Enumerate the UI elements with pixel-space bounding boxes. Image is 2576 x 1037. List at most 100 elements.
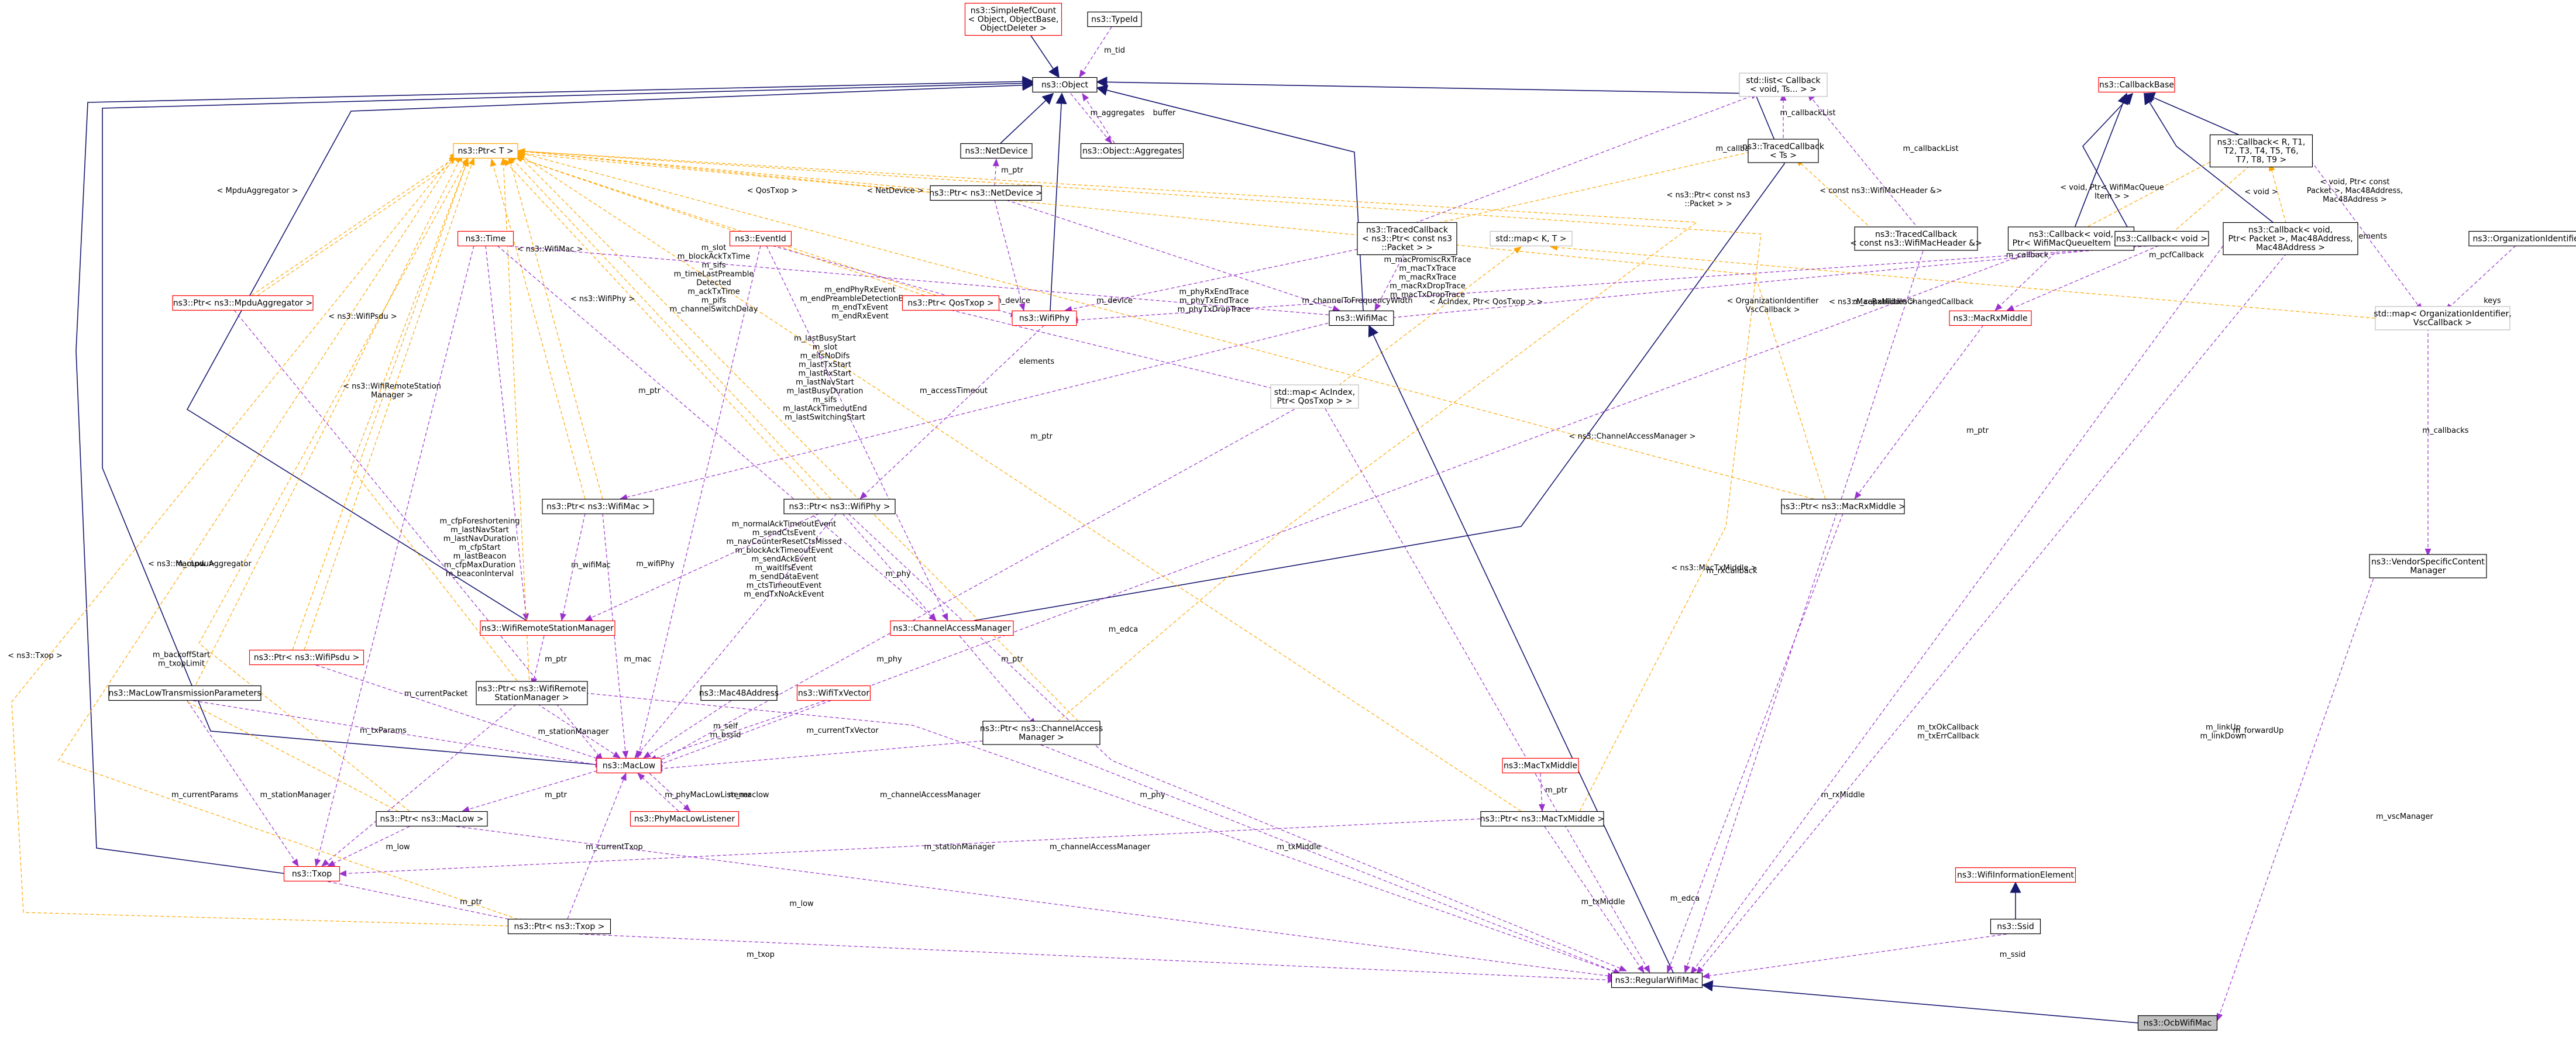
node-callback-packet-addr[interactable]: ns3::Callback< void,Ptr< Packet >, Mac48… [2223,222,2358,256]
node-ptr-mpduagg[interactable]: ns3::Ptr< ns3::MpduAggregator > [172,295,314,311]
edge-e-cbv-wifiphy [1069,245,2154,323]
node-box [2098,77,2175,93]
edge-e-ptrt-tx2 [517,153,1522,812]
node-mactxmiddle[interactable]: ns3::MacTxMiddle [1502,757,1579,774]
node-mltp[interactable]: ns3::MacLowTransmissionParameters [108,685,262,701]
edge-e-cbv-rwm [1684,245,1925,974]
node-phylistener[interactable]: ns3::PhyMacLowListener [630,811,740,827]
edge-e-ptrt-psdu2 [304,157,475,650]
node-label: ns3::OcbWifiMac [2144,1019,2212,1028]
node-ssid[interactable]: ns3::Ssid [1990,918,2041,935]
node-callback-generic[interactable]: ns3::Callback< R, T1,T2, T3, T4, T5, T6,… [2209,134,2313,168]
node-map-qostxop[interactable]: std::map< AcIndex,Ptr< QosTxop > > [1270,384,1359,409]
node-label: ns3::NetDevice [965,147,1028,156]
node-ptr-t[interactable]: ns3::Ptr< T > [453,143,518,159]
edge-label-e-typeid-obj: m_tid [1104,46,1125,55]
edge-label-e-ptrt-tx: < ns3::MacTxMiddle > [1672,564,1758,573]
node-map-kt[interactable]: std::map< K, T > [1490,230,1573,247]
edge-label-e-ptrml-txop: m_low [386,843,410,852]
node-object[interactable]: ns3::Object [1032,77,1098,93]
edge-label-e-wrsm-ptrwrsm: m_ptr [545,655,568,664]
node-txvector[interactable]: ns3::WifiTxVector [796,685,871,701]
node-netdevice[interactable]: ns3::NetDevice [960,143,1033,159]
edge-label-e-cbq-rxmiddle: m_callback [2006,251,2049,260]
node-ptr-maclow[interactable]: ns3::Ptr< ns3::MacLow > [376,811,488,827]
node-cam[interactable]: ns3::ChannelAccessManager [890,620,1014,636]
edge-label-e-ptrwrsm-txop: m_stationManager [260,791,332,800]
node-box [2209,134,2313,168]
nodes-layer: ns3::SimpleRefCount< Object, ObjectBase,… [108,2,2576,1031]
node-label: ns3::CallbackBase [2099,81,2174,90]
node-regularwifimac[interactable]: ns3::RegularWifiMac [1611,972,1703,988]
node-eventid[interactable]: ns3::EventId [729,230,792,247]
node-box [2114,230,2209,247]
node-tracedcallback-ts[interactable]: ns3::TracedCallback< Ts > [1742,139,1825,163]
edge-label-e-cbpa-rwm: m_forwardUp [2233,726,2284,735]
edge-e-ptrt-wrsm [350,158,521,686]
node-mac48[interactable]: ns3::Mac48Address [699,685,779,701]
node-box [507,918,611,935]
node-aggregates[interactable]: ns3::Object::Aggregates [1080,143,1184,159]
edge-e-ptrt-rx2 [517,150,1814,499]
node-maclow[interactable]: ns3::MacLow [596,757,662,774]
node-callbackbase[interactable]: ns3::CallbackBase [2098,77,2175,93]
node-label: ns3::OrganizationIdentifier [2472,235,2576,244]
node-ptr-qostxop[interactable]: ns3::Ptr< QosTxop > [902,295,1000,311]
node-ptr-macrxmiddle[interactable]: ns3::Ptr< ns3::MacRxMiddle > [1780,498,1906,515]
node-box [480,620,615,636]
node-macrxmiddle[interactable]: ns3::MacRxMiddle [1949,310,2032,326]
node-tracedcallback-packet[interactable]: ns3::TracedCallback< ns3::Ptr< const ns3… [1357,222,1457,256]
node-ptr-mactxmiddle[interactable]: ns3::Ptr< ns3::MacTxMiddle > [1480,811,1605,827]
node-ptr-netdevice[interactable]: ns3::Ptr< ns3::NetDevice > [929,185,1043,201]
node-label: ns3::Ptr< ns3::MpduAggregator > [173,299,312,308]
node-wifiphy[interactable]: ns3::WifiPhy [1012,310,1077,326]
node-ocbwifimac[interactable]: ns3::OcbWifiMac [2137,1015,2218,1031]
edge-e-obj-wrsm [186,80,1034,621]
edge-label-e-ptrt-ptrnd: < NetDevice > [866,187,923,195]
edge-label-e-mapqos-rwm: m_edca [1670,894,1700,903]
edge-e-ptrt-mpdu [251,156,457,296]
node-callback-void[interactable]: ns3::Callback< void > [2114,230,2209,247]
node-typeid[interactable]: ns3::TypeId [1087,11,1142,27]
node-txop[interactable]: ns3::Txop [283,866,341,882]
edge-label-e-ptrwp-cam: m_phy [885,570,911,578]
node-ptr-txop[interactable]: ns3::Ptr< ns3::Txop > [507,918,611,935]
node-box [729,230,792,247]
node-label: ns3::MacRxMiddle [1953,314,2027,323]
node-map-vsc[interactable]: std::map< OrganizationIdentifier,VscCall… [2374,306,2512,330]
node-ptr-wifipsdu[interactable]: ns3::Ptr< ns3::WifiPsdu > [249,649,364,666]
node-box [108,685,262,701]
node-ptr-wifimac[interactable]: ns3::Ptr< ns3::WifiMac > [542,498,654,515]
edge-label-e-ptrwp-wrsm: m_wifiPhy [636,560,675,569]
node-wrsm[interactable]: ns3::WifiRemoteStationManager [480,620,615,636]
node-box [982,721,1100,745]
edge-e-time-cam [497,245,937,621]
edge-e-time-txop [314,245,474,867]
node-wifimac[interactable]: ns3::WifiMac [1329,310,1394,326]
node-label: ns3::Ptr< ns3::MacRxMiddle > [1780,502,1906,512]
edge-label-e-tcts-tcpkt: < ns3::Ptr< const ns3::Packet > > [1667,191,1750,209]
edge-e-rwm-ocb [1701,980,2139,1024]
node-box [700,685,778,701]
node-simplerefcount[interactable]: ns3::SimpleRefCount< Object, ObjectBase,… [964,2,1062,36]
node-wifiie[interactable]: ns3::WifiInformationElement [1955,867,2076,883]
edge-label-e-ptrmpdu-maclow: m_mpduAggregator [176,560,252,569]
edge-e-typeid-obj [1079,26,1112,78]
edge-e-eventid-cam [766,245,948,621]
edge-e-wifimac-ptrwm [619,321,1335,501]
node-orgid[interactable]: ns3::OrganizationIdentifier [2468,230,2576,247]
edge-label-e-psdu-maclow: m_currentPacket [404,690,468,698]
node-label: ns3::PhyMacLowListener [634,815,735,824]
node-ptr-wifiphy[interactable]: ns3::Ptr< ns3::WifiPhy > [783,498,896,515]
node-listcallback[interactable]: std::list< Callback< void, Ts... > > [1739,73,1828,97]
node-callback-queue[interactable]: ns3::Callback< void,Ptr< WifiMacQueueIte… [2007,226,2135,251]
edge-label-e-ptrt-maclow: < ns3::MacLow > [148,560,215,569]
node-time[interactable]: ns3::Time [457,230,514,247]
node-tracedcallback-header[interactable]: ns3::TracedCallback< const ns3::WifiMacH… [1850,226,1982,251]
